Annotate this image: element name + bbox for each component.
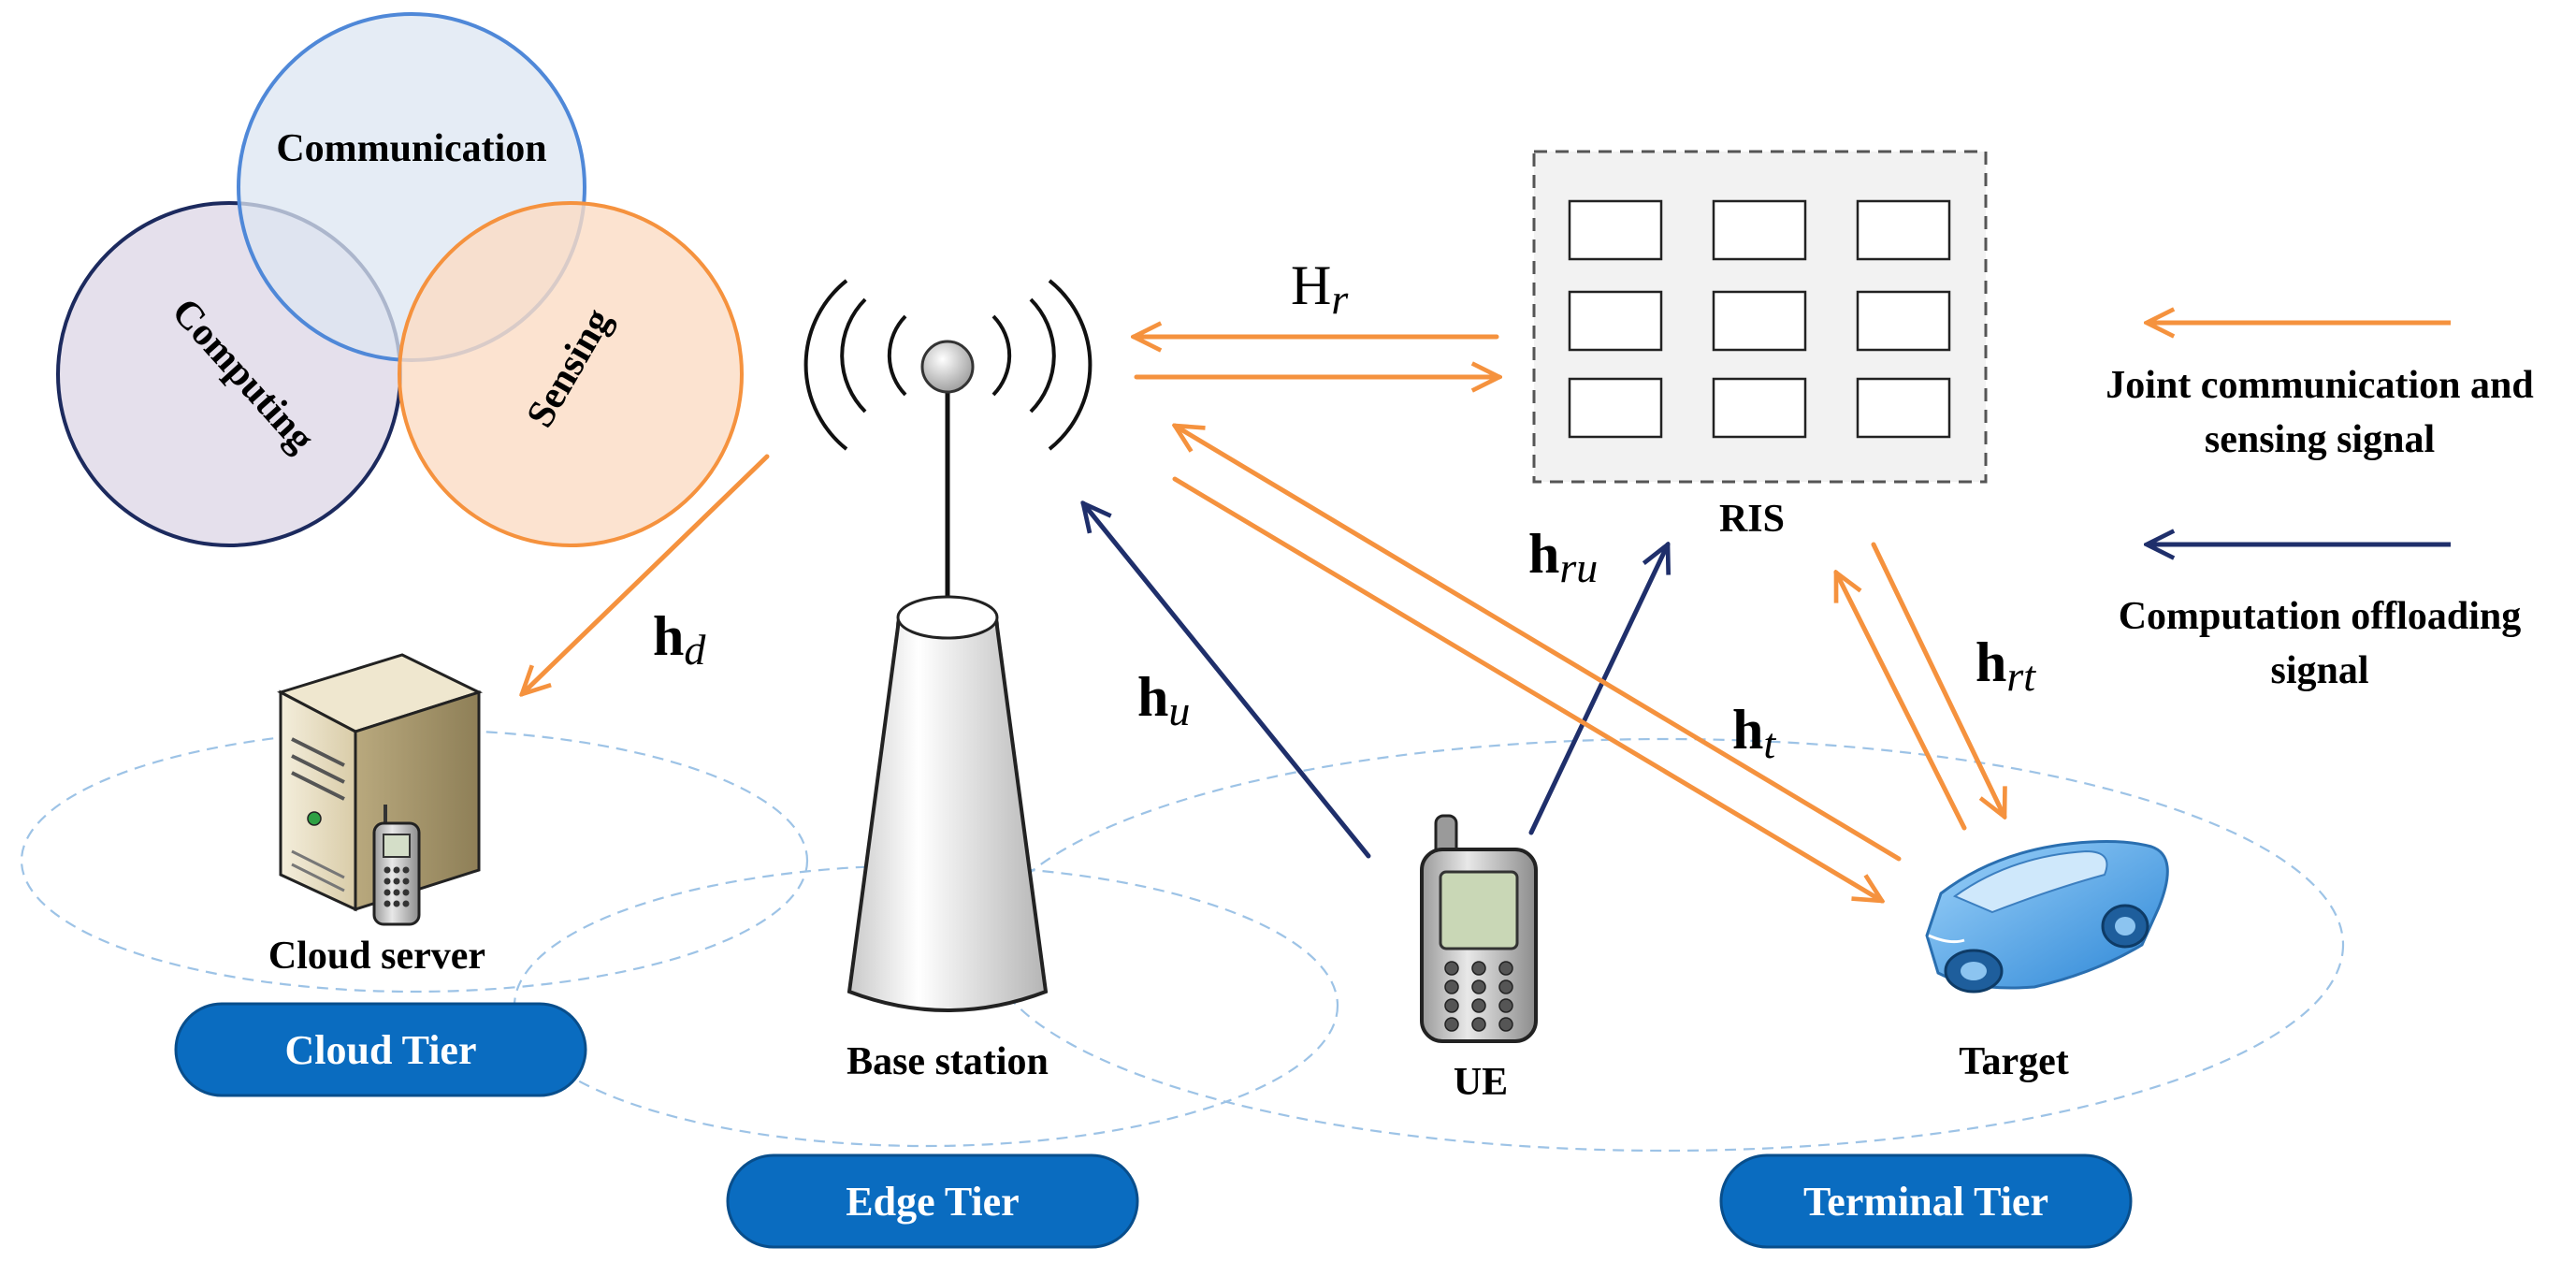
sensing-circle <box>398 201 744 547</box>
antenna-tip-icon <box>920 340 975 394</box>
label-hd: hd <box>653 605 706 674</box>
ris-element <box>1568 290 1663 352</box>
server-icon <box>277 653 484 912</box>
channel-labels: Hr hd hu hru ht hrt <box>653 254 2036 767</box>
venn-diagram: Communication Computing Sensing <box>56 12 744 547</box>
ris-element <box>1712 199 1807 261</box>
cloud-tier-badge: Cloud Tier <box>174 1002 587 1097</box>
terminal-tier-region <box>985 737 2345 1153</box>
legend-offload-line2: signal <box>2270 649 2368 692</box>
ris-label: RIS <box>1719 498 1785 541</box>
tier-badges: Cloud Tier Edge Tier Terminal Tier <box>174 1002 2133 1249</box>
ris-element <box>1856 199 1951 261</box>
ris-element <box>1856 290 1951 352</box>
target-label: Target <box>1959 1040 2068 1083</box>
label-hu: hu <box>1137 666 1190 734</box>
edge-tier-label: Edge Tier <box>846 1179 1019 1225</box>
ris-element <box>1712 290 1807 352</box>
label-ht: ht <box>1732 699 1776 767</box>
terminal-tier-badge: Terminal Tier <box>1719 1153 2133 1249</box>
ris-element <box>1568 377 1663 439</box>
ris-element <box>1568 199 1663 261</box>
legend-joint-line2: sensing signal <box>2205 418 2435 461</box>
communication-label: Communication <box>276 127 546 170</box>
arrow-hru <box>1528 544 1668 835</box>
ris-element <box>1856 377 1951 439</box>
ris-elements <box>1568 199 1951 439</box>
terminal-tier-label: Terminal Tier <box>1803 1179 2048 1225</box>
ue-label: UE <box>1454 1061 1508 1104</box>
arrow-hd <box>522 454 770 694</box>
legend-joint-line1: Joint communication and <box>2106 364 2533 407</box>
phone-icon <box>1420 814 1538 1043</box>
ris-element <box>1712 377 1807 439</box>
channel-arrows <box>522 337 2004 901</box>
edge-tier-badge: Edge Tier <box>726 1153 1139 1249</box>
mini-phone-icon <box>372 805 421 926</box>
cloud-server-label: Cloud server <box>268 935 485 978</box>
ue: UE <box>1420 814 1538 1104</box>
base-station-label: Base station <box>847 1040 1049 1083</box>
ris-panel: RIS <box>1532 150 1988 541</box>
tower-icon <box>847 596 1049 1012</box>
cloud-server: Cloud server <box>268 653 485 978</box>
arrow-target-to-ris <box>1833 573 1967 831</box>
arrow-target-to-bs <box>1175 426 1902 862</box>
legend: Joint communication and sensing signal C… <box>2106 323 2534 692</box>
arrow-hu <box>1083 503 1371 859</box>
label-hrt: hrt <box>1975 631 2036 700</box>
arrow-ris-to-target <box>1871 542 2004 817</box>
radio-waves-icon <box>803 279 1093 451</box>
cloud-tier-label: Cloud Tier <box>285 1027 477 1073</box>
target: Target <box>1925 840 2169 1083</box>
legend-offload-line1: Computation offloading <box>2119 595 2522 638</box>
base-station: Base station <box>803 279 1093 1083</box>
arrow-bs-to-target <box>1172 476 1882 901</box>
car-icon <box>1925 840 2169 994</box>
label-Hr: Hr <box>1291 254 1349 323</box>
label-hru: hru <box>1528 523 1598 591</box>
